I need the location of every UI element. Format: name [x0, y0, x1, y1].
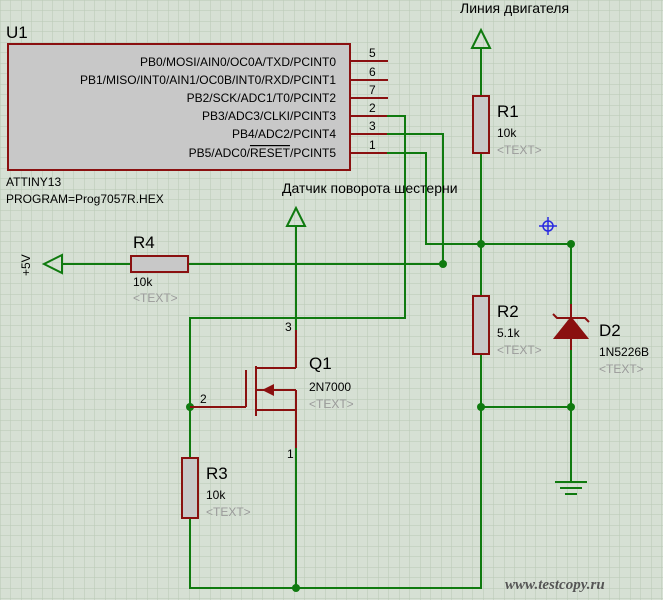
mcu-pin-label-pb4: PB4/ADC2/PCINT4: [232, 127, 336, 141]
arrow-left-icon: [41, 253, 63, 275]
r4-text-placeholder: <TEXT>: [133, 291, 178, 305]
d2-ref: D2: [599, 321, 621, 340]
r4-value: 10k: [133, 275, 153, 289]
crosshair-marker-icon: [539, 217, 557, 235]
wire-pb5-to-node: [387, 152, 482, 245]
gear-sensor-label: Датчик поворота шестерни: [282, 180, 458, 196]
zener-d2[interactable]: D2 1N5226B <TEXT>: [552, 304, 649, 376]
wires: [61, 47, 572, 589]
mcu-body: [7, 43, 351, 171]
r1-ref: R1: [497, 102, 519, 121]
mcu-pin-label-pb5: PB5/ADC0/RESET/PCINT5: [189, 146, 337, 160]
watermark: www.testcopy.ru: [505, 577, 605, 593]
d2-value: 1N5226B: [599, 345, 649, 359]
mcu-pin-label-pb5-suffix: /PCINT5: [290, 146, 336, 160]
wire-bottom-return: [295, 406, 482, 589]
junction-dot: [567, 240, 575, 248]
r1-value: 10k: [497, 126, 517, 140]
q1-pin-source: 1: [287, 447, 294, 461]
resistor-r3[interactable]: R3 10k <TEXT>: [181, 457, 251, 519]
arrow-up-icon: [470, 27, 492, 49]
d2-bar: [552, 313, 590, 323]
mcu-pin-label-pb2: PB2/SCK/ADC1/T0/PCINT2: [187, 91, 337, 105]
mcu-program: PROGRAM=Prog7057R.HEX: [6, 192, 164, 206]
mcu-pin-number-6: 6: [369, 65, 376, 79]
q1-pin-drain: 3: [285, 320, 292, 334]
terminal-supply[interactable]: +5V: [19, 253, 63, 276]
q1-pin-gate: 2: [200, 392, 207, 406]
r3-text-placeholder: <TEXT>: [206, 505, 251, 519]
mcu-pin-number-7: 7: [369, 83, 376, 97]
mcu-pin-number-1: 1: [369, 138, 376, 152]
r4-ref: R4: [133, 233, 155, 252]
r3-ref: R3: [206, 464, 228, 483]
mcu-pin-label-pb3: PB3/ADC3/CLKI/PCINT3: [202, 109, 336, 123]
d2-text-placeholder: <TEXT>: [599, 362, 644, 376]
mosfet-q1[interactable]: Q1 2N7000 <TEXT> 2 3 1: [190, 320, 354, 461]
mcu-ref: U1: [6, 23, 28, 42]
mcu-pin-number-2: 2: [369, 101, 376, 115]
junction-dot: [439, 260, 447, 268]
mcu-pin-label-pb5-reset: RESET: [250, 146, 291, 160]
q1-arrow: [262, 384, 274, 396]
q1-value: 2N7000: [309, 380, 351, 394]
mcu-pin-label-pb0: PB0/MOSI/AIN0/OC0A/TXD/PCINT0: [140, 55, 336, 69]
wire-pb4-to-r4: [187, 133, 444, 265]
mcu-pin-label-pb5-prefix: PB5/ADC0/: [189, 146, 251, 160]
microcontroller-u1[interactable]: U1 ATTINY13 PROGRAM=Prog7057R.HEX PB0/MO…: [6, 23, 388, 206]
motor-line-label: Линия двигателя: [460, 0, 569, 16]
mcu-pin-number-3: 3: [369, 119, 376, 133]
r2-value: 5.1k: [497, 326, 521, 340]
mcu-pin-number-5: 5: [369, 46, 376, 60]
junction-dot: [477, 240, 485, 248]
r1-text-placeholder: <TEXT>: [497, 143, 542, 157]
arrow-up-icon: [285, 205, 307, 227]
r2-text-placeholder: <TEXT>: [497, 343, 542, 357]
mcu-part: ATTINY13: [6, 175, 61, 189]
resistor-r2[interactable]: R2 5.1k <TEXT>: [472, 295, 542, 357]
q1-text-placeholder: <TEXT>: [309, 397, 354, 411]
junction-dot: [477, 403, 485, 411]
resistor-r1-body: [472, 95, 490, 154]
resistor-r3-body: [181, 457, 199, 519]
ground-symbol: [555, 481, 587, 495]
terminal-gear-sensor[interactable]: Датчик поворота шестерни: [282, 180, 458, 227]
resistor-r2-body: [472, 295, 490, 355]
terminal-motor-line[interactable]: Линия двигателя: [460, 0, 569, 49]
supply-label: +5V: [19, 254, 33, 276]
q1-ref: Q1: [309, 354, 332, 373]
wire-r3-to-bottom: [189, 517, 297, 589]
junction-dot: [567, 403, 575, 411]
mcu-pin-label-pb1: PB1/MISO/INT0/AIN1/OC0B/INT0/RXD/PCINT1: [80, 73, 336, 87]
resistor-r1[interactable]: R1 10k <TEXT>: [472, 95, 542, 157]
resistor-r4-body: [130, 255, 189, 273]
r3-value: 10k: [206, 488, 226, 502]
wire-pb3-to-q1-drain: [295, 115, 406, 331]
resistor-r4[interactable]: R4 10k <TEXT>: [130, 233, 189, 305]
r2-ref: R2: [497, 302, 519, 321]
junction-dot: [292, 584, 300, 592]
